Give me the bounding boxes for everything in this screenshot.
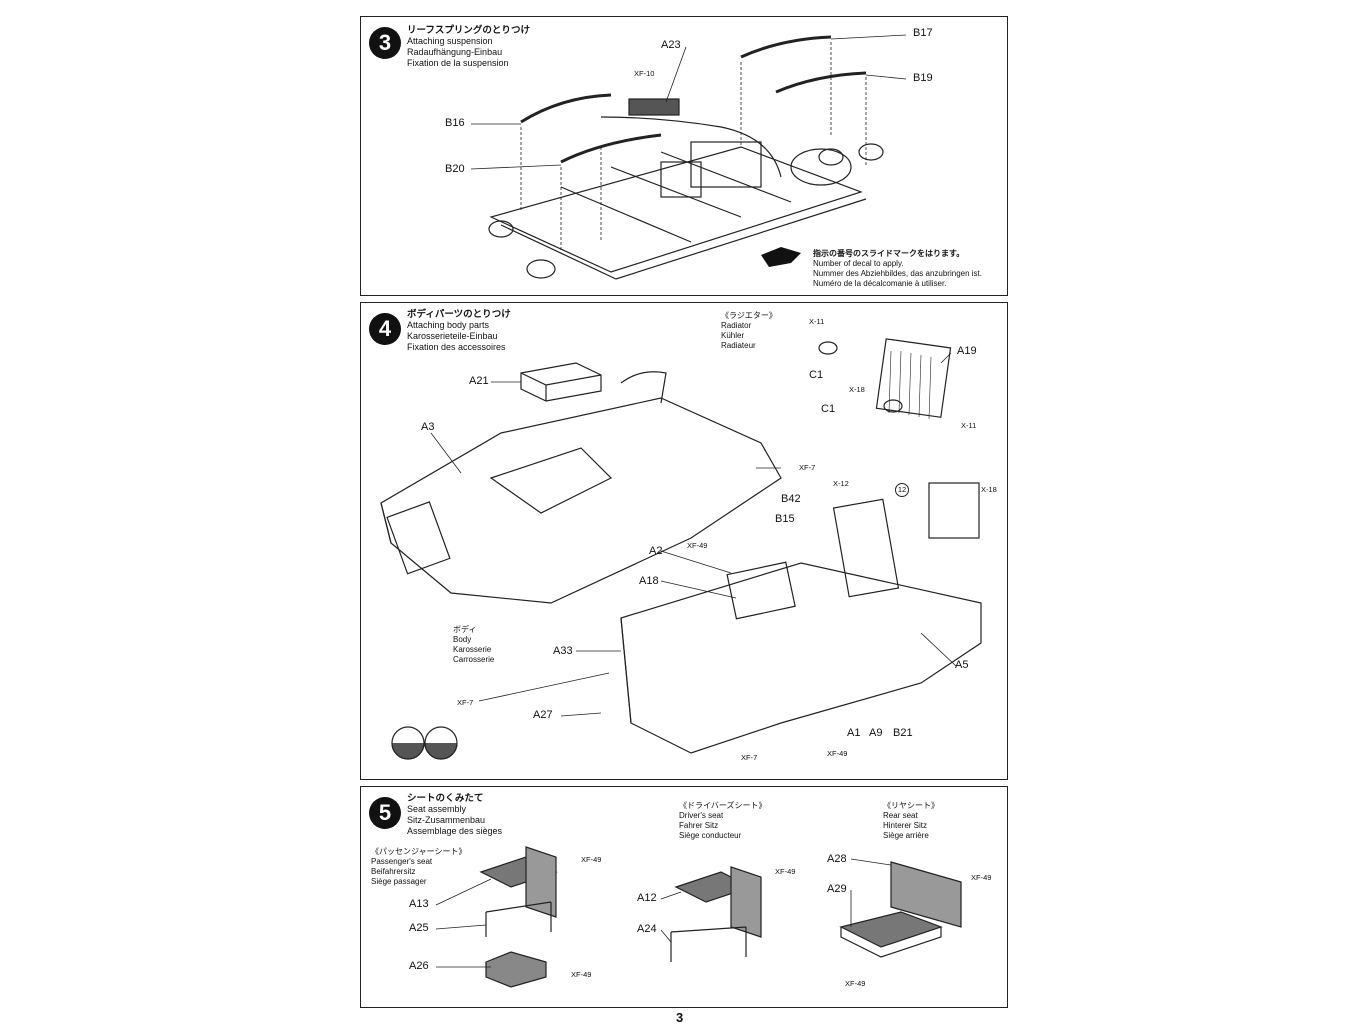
- part-label-a27: A27: [533, 709, 553, 721]
- part-label-b21: B21: [893, 727, 913, 739]
- part-label-b42: B42: [781, 493, 801, 505]
- radiator-de: Kühler: [721, 331, 745, 340]
- driver-fr: Siège conducteur: [679, 831, 742, 840]
- decal-number-badge: 12: [895, 483, 909, 497]
- rear-fr: Siège arrière: [883, 831, 929, 840]
- paint-label-xf49: XF-49: [971, 873, 992, 882]
- radiator-caption: 《ラジエター》 Radiator Kühler Radiateur: [721, 311, 777, 351]
- passenger-fr: Siège passager: [371, 877, 427, 886]
- driver-jp: 《ドライバーズシート》: [679, 801, 767, 810]
- step-5-panel: 5 シートのくみたて Seat assembly Sitz-Zusammenba…: [360, 786, 1008, 1008]
- title-en: Attaching suspension: [407, 36, 493, 46]
- decal-note-de: Nummer des Abziehbildes, das anzubringen…: [813, 269, 982, 278]
- decal-note-jp: 指示の番号のスライドマークをはります。: [813, 249, 965, 258]
- radiator-jp: 《ラジエター》: [721, 311, 777, 320]
- rear-jp: 《リヤシート》: [883, 801, 939, 810]
- title-fr: Assemblage des sièges: [407, 826, 503, 836]
- radiator-fr: Radiateur: [721, 341, 756, 350]
- part-label-x18: X-18: [981, 485, 997, 494]
- part-label-a13: A13: [409, 898, 429, 910]
- paint-label-xf7: XF-7: [799, 463, 816, 472]
- rear-de: Hinterer Sitz: [883, 821, 928, 830]
- paint-label-xf7: XF-7: [457, 698, 474, 707]
- passenger-en: Passenger's seat: [371, 857, 433, 866]
- part-label-a23: A23: [661, 39, 681, 51]
- part-label-c1: C1: [821, 403, 836, 415]
- part-label-a12: A12: [637, 892, 657, 904]
- part-label-x11: X-11: [809, 317, 825, 326]
- driver-en: Driver's seat: [679, 811, 724, 820]
- body-en: Body: [453, 635, 472, 644]
- driver-de: Fahrer Sitz: [679, 821, 719, 830]
- part-label-x12: X-12: [833, 479, 849, 488]
- paint-label-xf7: XF-7: [741, 753, 758, 762]
- decal-note-fr: Numéro de la décalcomanie à utiliser.: [813, 279, 947, 288]
- title-fr: Fixation des accessoires: [407, 342, 506, 352]
- title-de: Radaufhängung-Einbau: [407, 47, 503, 57]
- title-jp: ボディパーツのとりつけ: [407, 309, 511, 320]
- passenger-seat-caption: 《パッセンジャーシート》 Passenger's seat Beifahrers…: [371, 847, 466, 887]
- passenger-de: Beifahrersitz: [371, 867, 416, 876]
- title-jp: シートのくみたて: [407, 793, 484, 804]
- part-label-x11: X-11: [961, 421, 977, 430]
- paint-label-xf49: XF-49: [687, 541, 708, 550]
- decal-note-en: Number of decal to apply.: [813, 259, 904, 268]
- seat-assembly-drawing: [435, 846, 962, 988]
- title-jp: リーフスプリングのとりつけ: [407, 25, 531, 36]
- part-label-a1: A1: [847, 727, 861, 739]
- step-number-badge: 4: [369, 313, 401, 345]
- part-label-a9: A9: [869, 727, 883, 739]
- paint-label-xf49: XF-49: [571, 970, 592, 979]
- part-label-a28: A28: [827, 853, 847, 865]
- step-number-badge: 5: [369, 797, 401, 829]
- paint-label-xf10: XF-10: [634, 69, 655, 78]
- title-en: Seat assembly: [407, 804, 467, 814]
- step-number-badge: 3: [369, 27, 401, 59]
- part-label-c1: C1: [809, 369, 824, 381]
- part-label-a33: A33: [553, 645, 573, 657]
- part-label-a21: A21: [469, 375, 489, 387]
- title-fr: Fixation de la suspension: [407, 58, 509, 68]
- part-label-b19: B19: [913, 72, 933, 84]
- part-label-b16: B16: [445, 117, 465, 129]
- body-caption: ボディ Body Karosserie Carrosserie: [453, 625, 494, 665]
- paint-label-xf49: XF-49: [775, 867, 796, 876]
- part-label-x18: X-18: [849, 385, 865, 394]
- decal-note: 指示の番号のスライドマークをはります。 Number of decal to a…: [813, 249, 982, 289]
- part-label-a19: A19: [957, 345, 977, 357]
- paint-label-xf49: XF-49: [581, 855, 602, 864]
- part-label-a25: A25: [409, 922, 429, 934]
- body-fr: Carrosserie: [453, 655, 495, 664]
- radiator-en: Radiator: [721, 321, 752, 330]
- step-3-heading: リーフスプリングのとりつけ Attaching suspension Radau…: [407, 25, 530, 69]
- step-3-panel: 3 リーフスプリングのとりつけ Attaching suspension Rad…: [360, 16, 1008, 296]
- part-label-a26: A26: [409, 960, 429, 972]
- part-label-a5: A5: [955, 659, 969, 671]
- step-5-heading: シートのくみたて Seat assembly Sitz-Zusammenbau …: [407, 793, 502, 837]
- rear-seat-caption: 《リヤシート》 Rear seat Hinterer Sitz Siège ar…: [883, 801, 939, 841]
- part-label-b17: B17: [913, 27, 933, 39]
- part-label-a24: A24: [637, 923, 657, 935]
- part-label-a29: A29: [827, 883, 847, 895]
- rear-en: Rear seat: [883, 811, 918, 820]
- body-parts-drawing: [380, 338, 982, 760]
- paint-label-xf49: XF-49: [845, 979, 866, 988]
- page-number: 3: [676, 1010, 684, 1025]
- suspension-drawing: [470, 34, 907, 280]
- title-en: Attaching body parts: [407, 320, 490, 330]
- part-label-b15: B15: [775, 513, 795, 525]
- part-label-a18: A18: [639, 575, 659, 587]
- driver-seat-caption: 《ドライバーズシート》 Driver's seat Fahrer Sitz Si…: [679, 801, 766, 841]
- passenger-jp: 《パッセンジャーシート》: [371, 847, 467, 856]
- part-label-a3: A3: [421, 421, 435, 433]
- body-de: Karosserie: [453, 645, 492, 654]
- step-4-heading: ボディパーツのとりつけ Attaching body parts Karosse…: [407, 309, 511, 353]
- step-4-panel: 4 ボディパーツのとりつけ Attaching body parts Karos…: [360, 302, 1008, 780]
- body-jp: ボディ: [453, 625, 477, 634]
- part-label-a2: A2: [649, 545, 663, 557]
- title-de: Karosserieteile-Einbau: [407, 331, 498, 341]
- paint-label-xf49: XF-49: [827, 749, 848, 758]
- title-de: Sitz-Zusammenbau: [407, 815, 486, 825]
- part-label-b20: B20: [445, 163, 465, 175]
